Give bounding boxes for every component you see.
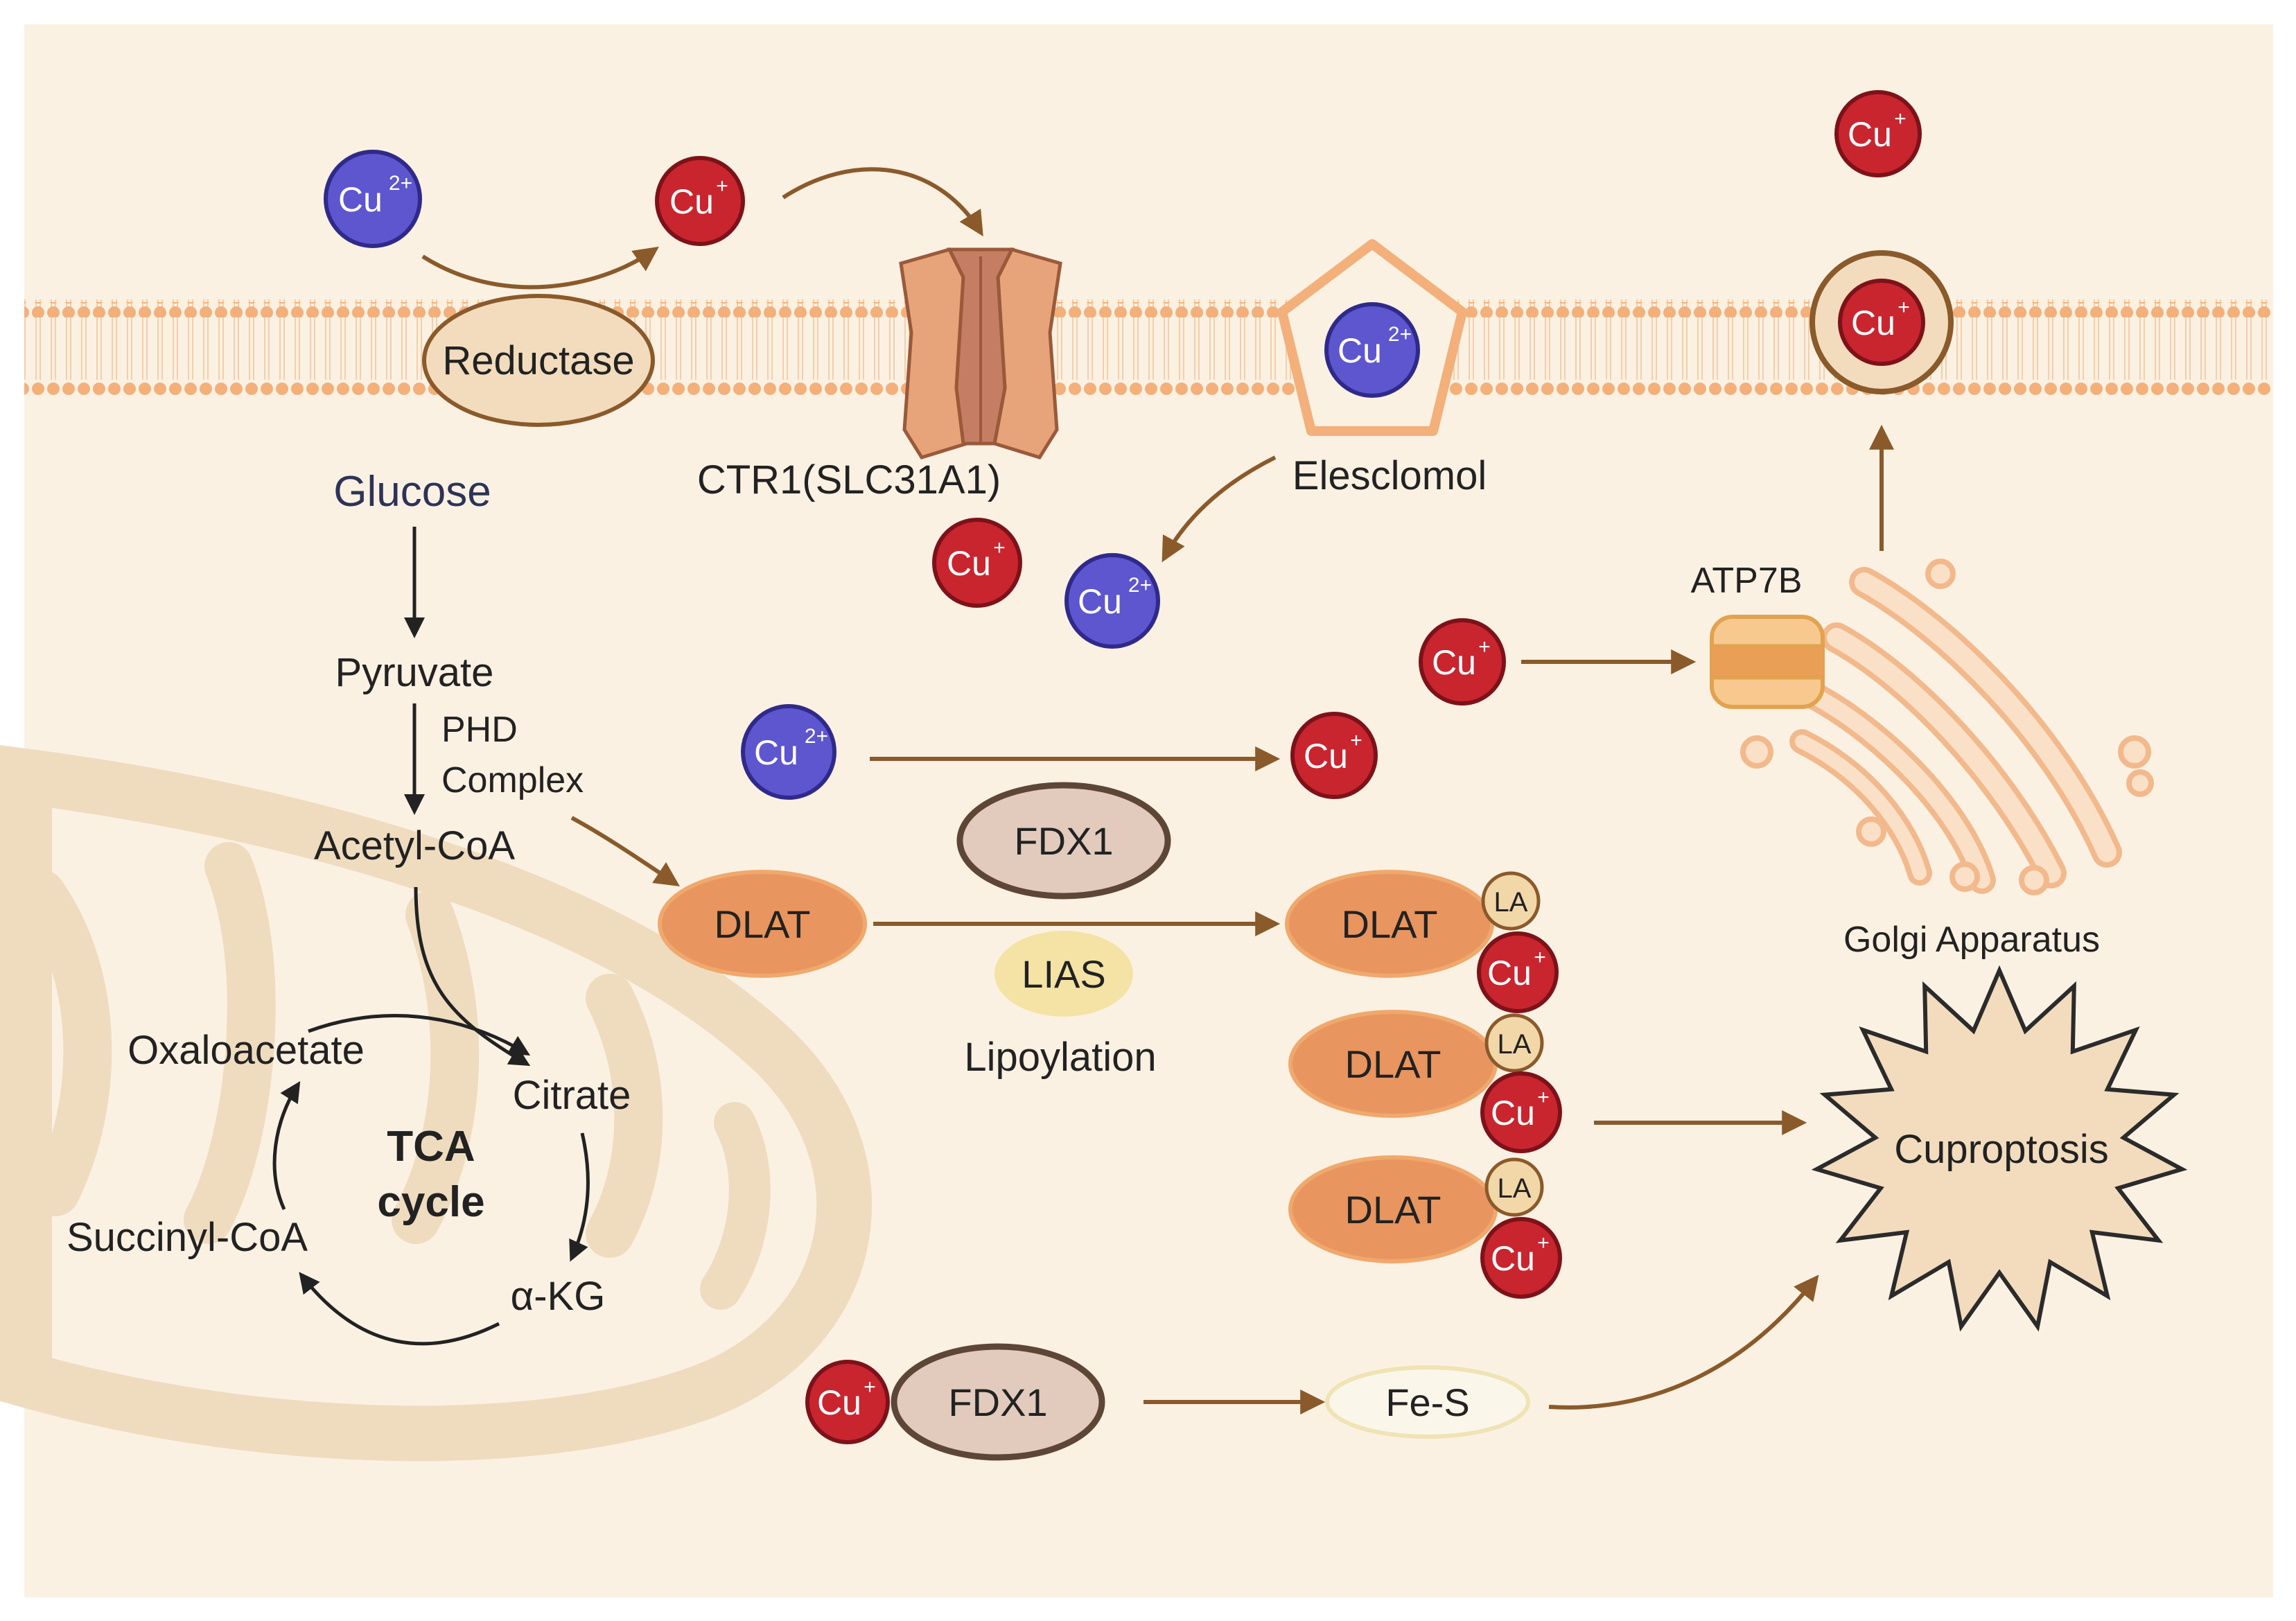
svg-text:2+: 2+ (1128, 574, 1152, 597)
acetyl-coa-label: Acetyl-CoA (314, 823, 515, 868)
phd-complex-label-2: Complex (441, 760, 584, 800)
svg-text:Cu: Cu (1304, 737, 1348, 776)
svg-text:FDX1: FDX1 (1014, 819, 1113, 863)
cu1-ion-exported: Cu + (1834, 90, 1922, 177)
export-vesicle: Cu + (1809, 250, 1954, 394)
elesclomol-carrier: Cu 2+ (1277, 239, 1467, 436)
svg-text:Cu: Cu (1851, 304, 1895, 342)
uptake-arrow (782, 167, 983, 237)
fdx1-enzyme-bound: FDX1 (891, 1343, 1105, 1461)
svg-text:2+: 2+ (389, 172, 412, 195)
svg-text:Cu: Cu (1078, 582, 1122, 621)
tca-cycle-label-1: TCA (387, 1123, 475, 1171)
la-group-1: LA (1481, 871, 1541, 931)
svg-text:2+: 2+ (1388, 323, 1412, 346)
ctr1-label: CTR1(SLC31A1) (697, 457, 1001, 502)
svg-text:DLAT: DLAT (715, 902, 811, 946)
dlat-unlipoylated: DLAT (658, 870, 867, 978)
svg-text:+: + (1537, 1232, 1550, 1254)
svg-text:Cu: Cu (669, 182, 714, 221)
svg-text:Reductase: Reductase (442, 338, 634, 383)
svg-text:Fe-S: Fe-S (1385, 1381, 1469, 1424)
svg-text:DLAT: DLAT (1345, 1188, 1441, 1232)
svg-text:Cu: Cu (1848, 115, 1892, 154)
la-group-3: LA (1484, 1157, 1544, 1217)
cu1-bound-dlat-3: Cu + (1480, 1217, 1562, 1299)
svg-text:Cu: Cu (338, 180, 383, 219)
svg-text:Cu: Cu (947, 544, 991, 583)
citrate-label: Citrate (513, 1073, 631, 1118)
reduction-arrow (421, 246, 659, 290)
dlat-lipoylated-1: DLAT (1285, 870, 1494, 978)
la-group-2: LA (1484, 1013, 1544, 1073)
svg-text:LIAS: LIAS (1022, 952, 1105, 996)
glucose-label: Glucose (333, 468, 491, 516)
svg-text:+: + (1898, 296, 1910, 319)
acetylcoa-to-dlat-arrow (570, 816, 680, 886)
elesclomol-label: Elesclomol (1292, 453, 1487, 498)
cu2-ion-cytoplasm: Cu 2+ (741, 704, 836, 800)
svg-text:Cuproptosis: Cuproptosis (1894, 1127, 2108, 1172)
svg-text:+: + (1894, 107, 1907, 130)
fes-to-cuproptosis-arrow (1548, 1274, 1819, 1410)
svg-text:+: + (1350, 729, 1362, 752)
dlat-lipoylated-3: DLAT (1288, 1155, 1498, 1263)
fe-s-cluster: Fe-S (1325, 1365, 1530, 1439)
cu2-ion-extracellular: Cu 2+ (324, 150, 422, 248)
svg-text:Cu: Cu (1487, 954, 1532, 992)
atp7b-label: ATP7B (1691, 561, 1803, 601)
svg-text:2+: 2+ (805, 725, 828, 748)
svg-text:+: + (993, 536, 1006, 559)
oxaloacetate-label: Oxaloacetate (128, 1028, 365, 1073)
svg-text:FDX1: FDX1 (948, 1381, 1047, 1424)
tca-arrow-succinyl-to-oaa (272, 1080, 301, 1211)
tca-cycle-label-2: cycle (377, 1178, 484, 1226)
svg-text:+: + (1534, 946, 1546, 969)
dlat-lipoylated-2: DLAT (1288, 1010, 1498, 1118)
cu1-ion-extracellular: Cu + (655, 156, 745, 246)
cu1-ion-cytoplasm: Cu + (932, 518, 1022, 608)
svg-text:Cu: Cu (1491, 1094, 1535, 1132)
atp7b-transporter (1710, 615, 1825, 709)
svg-text:LA: LA (1494, 887, 1528, 918)
pyruvate-label: Pyruvate (335, 650, 494, 695)
mitochondrion (0, 745, 872, 1462)
cu2-ion-released: Cu 2+ (1064, 553, 1160, 649)
cu1-ion-to-atp7b: Cu + (1419, 618, 1506, 706)
elesclomol-release-arrow (1162, 455, 1277, 563)
svg-text:Cu: Cu (1338, 331, 1382, 370)
reductase-enzyme: Reductase (422, 294, 655, 427)
ctr1-transporter (899, 247, 1062, 459)
svg-text:+: + (1478, 636, 1491, 658)
svg-text:DLAT: DLAT (1345, 1042, 1441, 1086)
lipoylation-label: Lipoylation (964, 1035, 1156, 1080)
svg-text:+: + (716, 175, 728, 198)
svg-text:Cu: Cu (817, 1383, 861, 1422)
svg-text:+: + (1537, 1086, 1550, 1109)
svg-text:Cu: Cu (1491, 1239, 1535, 1278)
cu1-ion-reduced: Cu + (1290, 712, 1378, 799)
svg-text:LA: LA (1498, 1029, 1532, 1060)
svg-text:LA: LA (1498, 1173, 1532, 1204)
svg-text:DLAT: DLAT (1342, 902, 1438, 946)
tca-arrow-akg-to-succinyl (299, 1272, 500, 1346)
succinyl-coa-label: Succinyl-CoA (67, 1215, 308, 1260)
svg-text:+: + (864, 1376, 876, 1399)
phd-complex-label-1: PHD (441, 710, 518, 750)
tca-arrow-citrate-to-akg (569, 1132, 590, 1262)
golgi-label: Golgi Apparatus (1843, 920, 2100, 960)
tca-arrow-oaa-to-citrate (308, 1014, 531, 1056)
cu1-bound-fdx1: Cu + (805, 1360, 890, 1444)
cuproptosis-burst: Cuproptosis (1811, 965, 2188, 1332)
svg-text:Cu: Cu (754, 733, 798, 772)
cu1-bound-dlat-1: Cu + (1477, 931, 1559, 1013)
lias-enzyme: LIAS (994, 931, 1133, 1017)
fdx1-enzyme: FDX1 (956, 782, 1171, 900)
acetylcoa-to-citrate-arrow (414, 886, 531, 1067)
svg-text:Cu: Cu (1432, 643, 1476, 682)
akg-label: α-KG (511, 1274, 606, 1319)
cu1-bound-dlat-2: Cu + (1480, 1071, 1562, 1153)
golgi-apparatus (1740, 559, 2154, 895)
